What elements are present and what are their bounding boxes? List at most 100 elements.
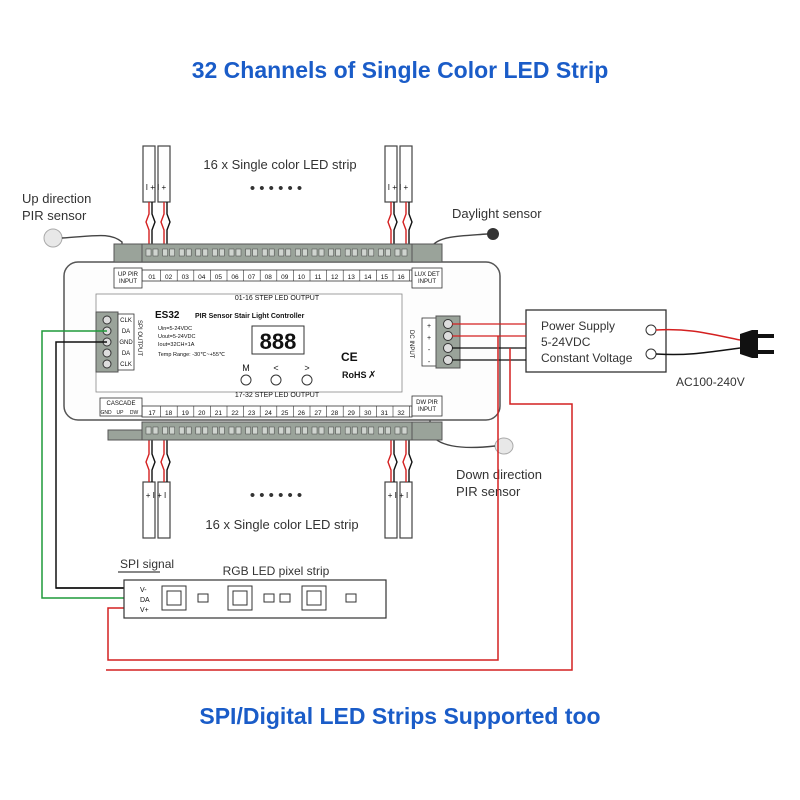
svg-text:I + I +: I + I + (146, 183, 167, 192)
bottom-channel-25: 25 (281, 410, 289, 417)
top-screw (385, 248, 391, 257)
down-pir-sensor: Down direction PIR sensor (429, 418, 542, 499)
svg-text:Down direction: Down direction (456, 467, 542, 482)
psu-return-wire (106, 348, 573, 671)
top-led-strip-left: I + I + (142, 145, 171, 244)
bottom-channel-32: 32 (397, 410, 405, 417)
bottom-dots: • • • • • • (250, 487, 302, 504)
bottom-screw (318, 426, 325, 435)
svg-text:>: > (304, 363, 309, 373)
spi-output-label: SPI OUTPUT (136, 320, 142, 356)
rgb-strip-label: RGB LED pixel strip (223, 564, 330, 578)
svg-text:I + I +: I + I + (388, 183, 409, 192)
page-title: 32 Channels of Single Color LED Strip (192, 57, 609, 83)
top-channel-10: 10 (298, 274, 306, 281)
top-screw (235, 248, 242, 257)
ac-terminal-2 (645, 348, 657, 360)
svg-text:DW: DW (130, 410, 139, 416)
svg-text:V-: V- (140, 587, 147, 594)
bottom-led-strip-left: + I + I (142, 440, 171, 539)
left-button[interactable] (270, 374, 282, 386)
bottom-output-label: 17-32 STEP LED OUTPUT (235, 392, 320, 399)
top-screw (361, 248, 368, 257)
top-channel-03: 03 (182, 274, 190, 281)
up-pir-sensor: Up direction PIR sensor (22, 191, 123, 262)
bottom-screw (162, 426, 168, 435)
spi-signal-label: SPI signal (120, 557, 174, 571)
controller-name: PIR Sensor Stair Light Controller (195, 313, 305, 320)
top-screw (202, 248, 209, 257)
bottom-channel-24: 24 (265, 410, 273, 417)
svg-text:Daylight sensor: Daylight sensor (452, 206, 542, 221)
bottom-channel-20: 20 (198, 410, 206, 417)
top-screw (344, 248, 351, 257)
top-channel-06: 06 (231, 274, 239, 281)
top-channel-14: 14 (364, 274, 372, 281)
bottom-channel-22: 22 (231, 410, 239, 417)
top-screw (162, 248, 168, 257)
top-screw (351, 248, 358, 257)
svg-text:DA: DA (122, 329, 130, 335)
svg-text:M: M (242, 363, 250, 373)
bottom-screw (252, 426, 258, 435)
bottom-strips-label: 16 x Single color LED strip (205, 517, 358, 532)
top-screw (178, 248, 185, 257)
svg-text:DA: DA (140, 597, 150, 604)
model-label: ES32 (155, 310, 180, 321)
pixel-led-1 (161, 585, 187, 611)
weee-icon: ✗ (368, 370, 376, 381)
svg-text:5-24VDC: 5-24VDC (541, 335, 591, 349)
top-screw (152, 248, 159, 257)
svg-text:+: + (427, 335, 431, 342)
bottom-screw (361, 426, 368, 435)
bottom-screw (145, 426, 152, 435)
svg-text:-: - (428, 347, 431, 354)
dc-input-label: DC INPUT (408, 330, 414, 359)
bottom-screw (302, 426, 308, 435)
top-screw (169, 248, 175, 257)
top-channel-02: 02 (165, 274, 173, 281)
top-output-label: 01-16 STEP LED OUTPUT (235, 295, 320, 302)
bottom-screw (185, 426, 192, 435)
top-screw (318, 248, 325, 257)
svg-text:CLK: CLK (120, 318, 132, 324)
top-screw (285, 248, 292, 257)
bottom-channel-27: 27 (314, 410, 322, 417)
bottom-screw (268, 426, 275, 435)
svg-text:GND: GND (100, 410, 112, 416)
top-strips-label: 16 x Single color LED strip (203, 157, 356, 172)
bottom-screw (212, 426, 218, 435)
top-screw (261, 248, 268, 257)
daylight-sensor: Daylight sensor (431, 206, 542, 262)
bottom-channel-28: 28 (331, 410, 339, 417)
footer-title: SPI/Digital LED Strips Supported too (199, 703, 600, 729)
svg-text:+ I + I: + I + I (146, 491, 166, 500)
m-button[interactable] (240, 374, 252, 386)
seven-seg-display: 888 (260, 329, 297, 354)
bottom-screw (228, 426, 235, 435)
top-screw (245, 248, 251, 257)
right-button[interactable] (301, 374, 313, 386)
top-screw (302, 248, 308, 257)
bottom-channel-19: 19 (182, 410, 190, 417)
top-channel-01: 01 (148, 274, 156, 281)
bottom-channel-23: 23 (248, 410, 256, 417)
bottom-channel-18: 18 (165, 410, 173, 417)
top-channel-13: 13 (348, 274, 356, 281)
rgb-vplus-wire (107, 336, 499, 661)
bottom-led-strip-right: + I + I (384, 440, 413, 539)
svg-text:Power Supply: Power Supply (541, 319, 615, 333)
top-screw (328, 248, 334, 257)
bottom-screw (394, 426, 401, 435)
bottom-screw (328, 426, 334, 435)
svg-text:Uin=5-24VDC: Uin=5-24VDC (158, 326, 192, 332)
top-dots: • • • • • • (250, 180, 302, 197)
ce-mark: CE (341, 350, 358, 364)
top-channel-09: 09 (281, 274, 289, 281)
bottom-channel-26: 26 (298, 410, 306, 417)
dc-input-block: + + - - DC INPUT (408, 315, 461, 369)
